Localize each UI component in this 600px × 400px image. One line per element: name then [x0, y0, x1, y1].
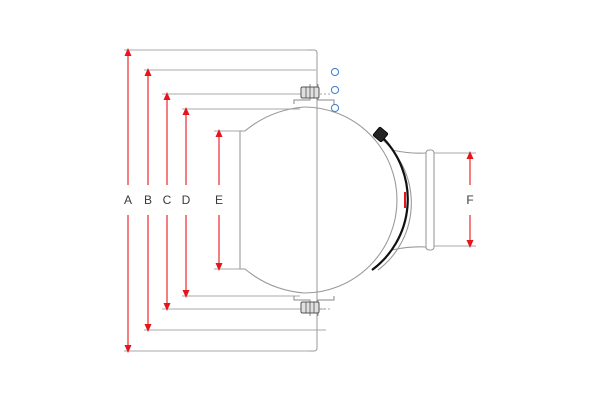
dimension-c-label: C	[163, 193, 172, 207]
dimension-b-label: B	[144, 193, 152, 207]
seal	[371, 126, 409, 271]
clamp-left-side	[239, 106, 305, 294]
dimension-d-label: D	[182, 193, 191, 207]
circle-marker-icon	[330, 103, 340, 113]
dimension-e-label: E	[215, 193, 223, 207]
clamp-ring-outline	[303, 106, 398, 294]
dimension-labels: A B C D E F	[124, 193, 474, 207]
dimension-f-label: F	[466, 193, 473, 207]
circle-marker-icon	[330, 67, 340, 77]
bottom-lug	[293, 296, 335, 316]
extension-lines	[124, 49, 476, 352]
dimension-arrows	[124, 48, 474, 353]
overall-bracket	[308, 49, 318, 352]
outlet-lower-edge	[391, 246, 427, 251]
markers	[330, 67, 340, 113]
seal-block	[372, 126, 389, 143]
circle-marker-icon	[330, 85, 340, 95]
seal-strip	[371, 137, 409, 271]
outlet-flange	[425, 149, 435, 251]
outlet-upper-edge	[391, 149, 427, 154]
top-lug	[293, 84, 335, 104]
dimension-a-label: A	[124, 193, 132, 207]
